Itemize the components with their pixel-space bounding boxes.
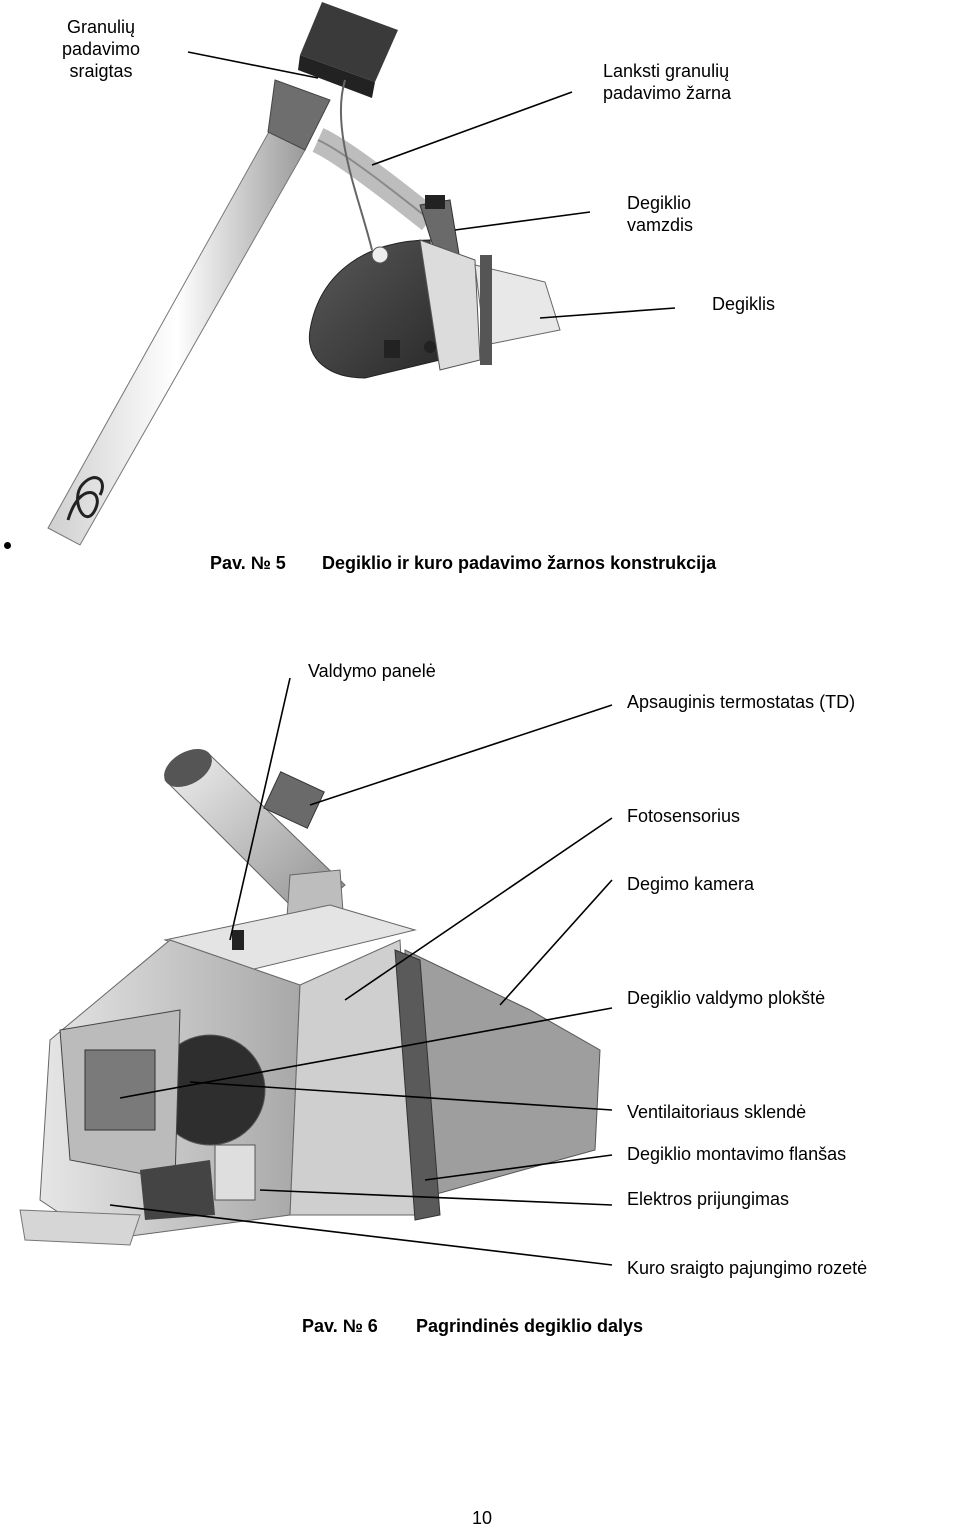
figure-5-caption-number: Pav. № 5 <box>210 553 286 573</box>
label-control-panel: Valdymo panelė <box>308 661 436 681</box>
label-burner: Degiklis <box>712 294 776 314</box>
label-auger: Granulių padavimo sraigtas <box>62 17 141 81</box>
figure-6-leader-lines <box>109 677 613 1266</box>
label-safety-thermostat: Apsauginis termostatas (TD) <box>627 692 856 712</box>
figure-5-caption-text: Degiklio ir kuro padavimo žarnos konstru… <box>322 553 717 573</box>
figure-6-illustration <box>19 677 613 1266</box>
flexible-hose <box>312 79 439 251</box>
label-power-connection: Elektros prijungimas <box>627 1189 790 1209</box>
label-combustion-chamber: Degimo kamera <box>627 874 755 894</box>
figure-5-illustration <box>47 2 676 546</box>
auger-tube <box>47 2 398 546</box>
label-burner-pipe: Degiklio vamzdis <box>627 193 694 235</box>
label-control-board: Degiklio valdymo plokštė <box>627 988 826 1008</box>
burner-housing <box>19 939 601 1246</box>
label-auger-socket: Kuro sraigto pajungimo rozetė <box>627 1258 868 1278</box>
thermostat-knob <box>232 930 244 950</box>
list-bullet <box>4 542 11 549</box>
label-photosensor: Fotosensorius <box>627 806 741 826</box>
figure-6-caption-number: Pav. № 6 <box>302 1316 378 1336</box>
label-mounting-flange: Degiklio montavimo flanšas <box>627 1144 847 1164</box>
figure-5-leader-lines <box>187 51 676 319</box>
figure-6-caption-text: Pagrindinės degiklio dalys <box>416 1316 644 1336</box>
label-fan-damper: Ventilaitoriaus sklendė <box>627 1102 807 1122</box>
label-flexible-hose: Lanksti granulių padavimo žarna <box>603 61 732 103</box>
burner-body <box>308 239 561 379</box>
page-number: 10 <box>472 1508 493 1528</box>
